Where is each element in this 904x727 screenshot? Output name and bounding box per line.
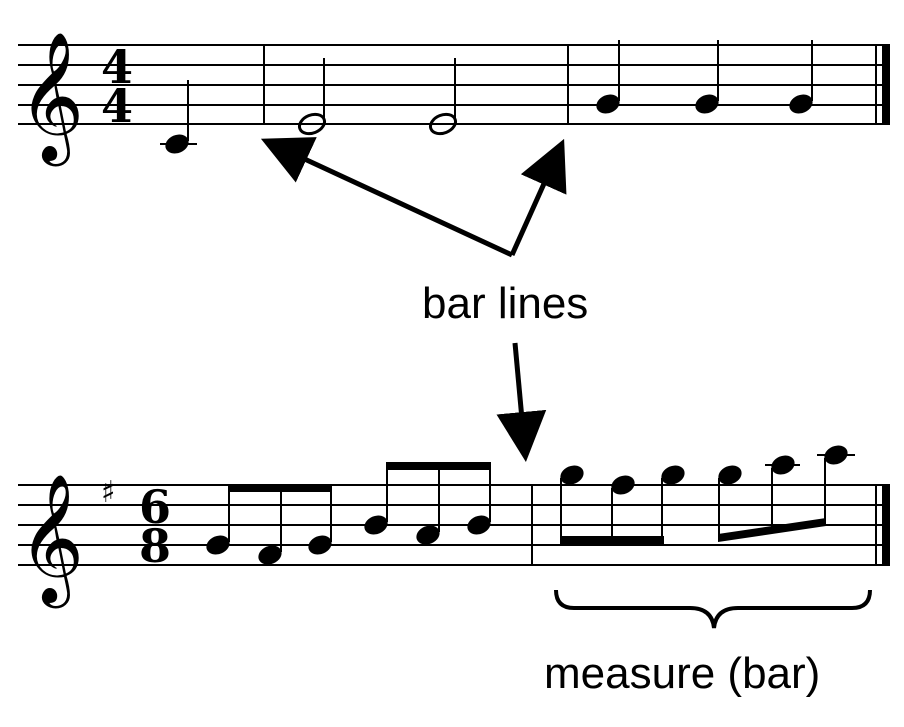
quarter-note [160, 80, 197, 154]
final-bar-line [875, 485, 890, 565]
eighth-note-group [560, 465, 685, 544]
bottom-staff: 𝄞 ♯ 6 8 [18, 445, 890, 609]
measure-label: measure (bar) [544, 649, 821, 698]
time-signature-bottom: 8 [139, 519, 171, 573]
final-bar-line [875, 45, 890, 124]
half-note [428, 58, 458, 136]
bar-line-arrows [260, 137, 567, 462]
half-note [297, 58, 327, 136]
measure-brace [554, 589, 872, 629]
time-signature-top: 6 [139, 480, 171, 534]
sharp-icon: ♯ [101, 475, 116, 510]
quarter-note [695, 40, 719, 114]
treble-clef-icon: 𝄞 [18, 31, 84, 167]
time-signature-top: 4 [101, 40, 133, 94]
quarter-note [596, 40, 620, 114]
arrow-to-bottom-bar-line [496, 342, 547, 462]
treble-clef-icon: 𝄞 [18, 473, 84, 609]
staff-lines [18, 484, 890, 566]
quarter-note [789, 40, 813, 114]
eighth-note-group [206, 484, 332, 565]
eighth-note-group [364, 462, 491, 545]
bar-lines-label: bar lines [422, 279, 589, 328]
eighth-note-group [718, 445, 855, 542]
top-staff: 𝄞 4 4 [18, 31, 890, 167]
arrow-to-second-bar-line [509, 138, 567, 257]
time-signature-bottom: 4 [101, 79, 133, 133]
arrow-to-first-bar-line [260, 137, 514, 258]
